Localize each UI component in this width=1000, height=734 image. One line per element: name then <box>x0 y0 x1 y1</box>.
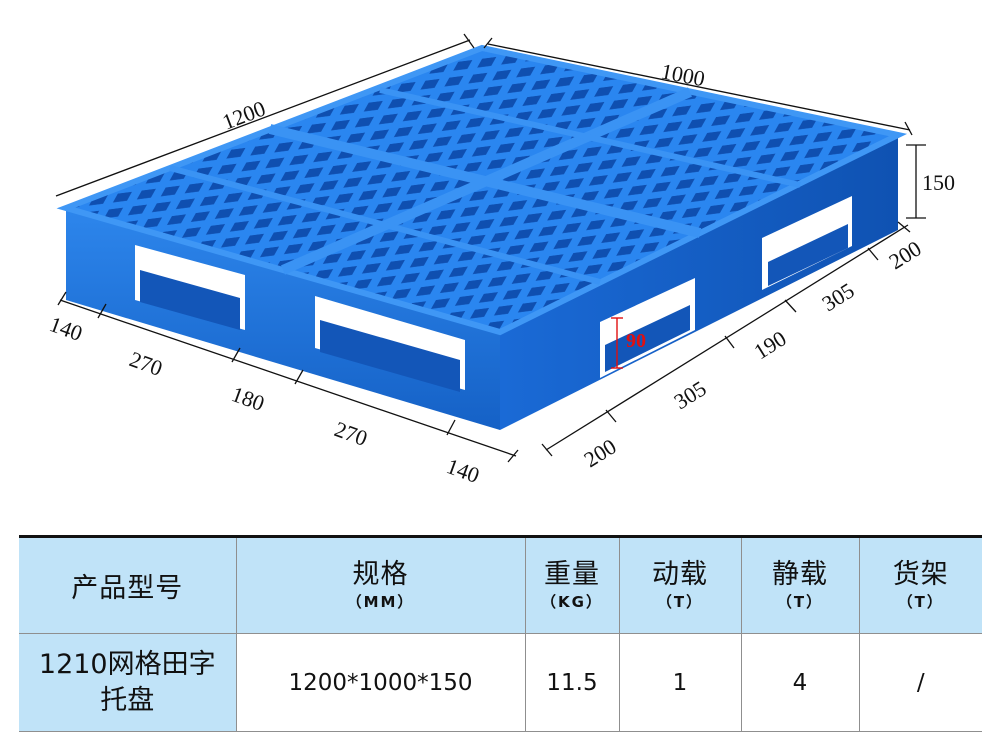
dim-top-length: 1200 <box>219 96 269 135</box>
dim-side-seg-3: 190 <box>749 326 790 365</box>
table-header-row: 产品型号 规格（MM） 重量（KG） 动载（T） 静载（T） 货架（T） <box>19 536 982 634</box>
cell-spec: 1200*1000*150 <box>235 633 526 732</box>
pallet-dimension-figure: 1200 1000 150 90 140 270 180 270 140 200… <box>46 33 955 488</box>
dim-front-seg-3: 180 <box>228 381 268 416</box>
cell-static-load: 4 <box>740 633 860 732</box>
dim-height: 150 <box>922 170 955 195</box>
dim-front-seg-1: 140 <box>46 311 86 346</box>
dim-side-seg-4: 305 <box>817 278 858 317</box>
header-spec: 规格（MM） <box>235 536 526 634</box>
dim-side-seg-1: 200 <box>579 434 620 473</box>
dim-side-seg-2: 305 <box>669 376 710 415</box>
cell-weight: 11.5 <box>524 633 620 732</box>
cell-dynamic-load: 1 <box>618 633 742 732</box>
cell-model: 1210网格田字 托盘 <box>19 633 237 732</box>
dim-side-seg-5: 200 <box>884 236 925 275</box>
header-weight: 重量（KG） <box>524 536 620 634</box>
header-model: 产品型号 <box>19 536 237 634</box>
header-rack-load: 货架（T） <box>858 536 982 634</box>
dim-front-seg-4: 270 <box>331 416 371 451</box>
dimension-annotations <box>55 33 926 463</box>
header-static-load: 静载（T） <box>740 536 860 634</box>
table-row: 1210网格田字 托盘 1200*1000*150 11.5 1 4 / <box>19 633 982 732</box>
spec-table: 产品型号 规格（MM） 重量（KG） 动载（T） 静载（T） 货架（T） 121… <box>19 535 982 732</box>
fork-opening-height-marker <box>611 317 623 369</box>
header-dynamic-load: 动载（T） <box>618 536 742 634</box>
dim-front-seg-5: 140 <box>443 453 483 488</box>
dim-fork-opening: 90 <box>626 330 646 352</box>
cell-rack-load: / <box>858 633 982 732</box>
dim-front-seg-2: 270 <box>126 346 166 381</box>
pallet-body <box>56 44 908 430</box>
